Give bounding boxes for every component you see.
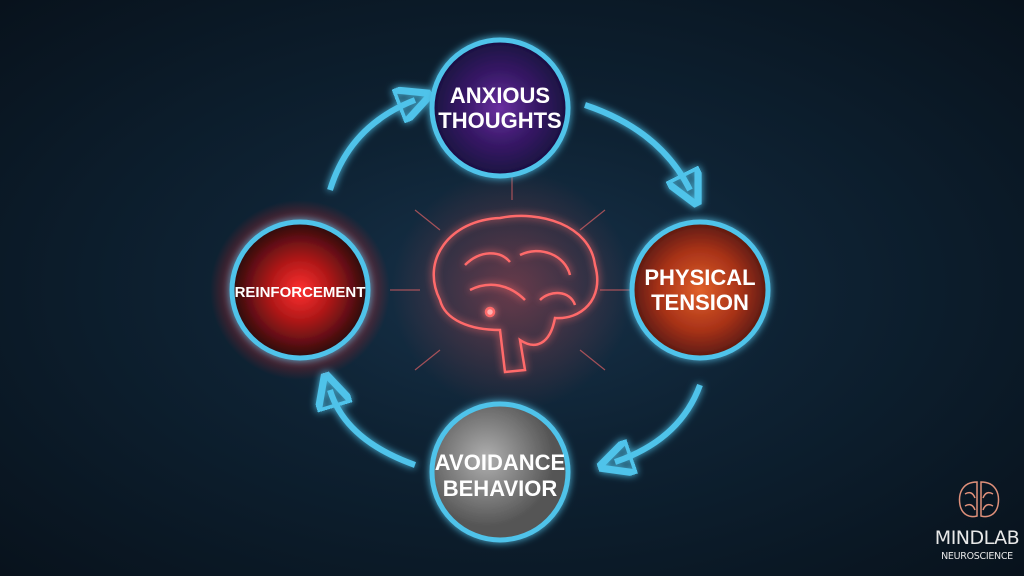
logo-tagline: NEUROSCIENCE [941, 551, 1013, 562]
arrow-reinforcement-to-thoughts [327, 100, 415, 191]
node-label: PHYSICAL [644, 265, 755, 290]
brain-icon [390, 170, 632, 410]
node-label: THOUGHTS [438, 108, 561, 133]
node-label: TENSION [651, 290, 749, 315]
logo-name: MINDLAB [934, 527, 1020, 549]
node-label: ANXIOUS [450, 83, 550, 108]
arrow-thoughts-to-tension [584, 102, 690, 190]
node-reinforcement: REINFORCEMENT [210, 200, 390, 380]
node-label: AVOIDANCE [435, 450, 565, 475]
node-label: REINFORCEMENT [235, 284, 366, 301]
logo-brain-icon [958, 481, 1000, 518]
arrow-tension-to-avoidance [615, 383, 703, 462]
cycle-arrows [327, 100, 703, 468]
arrow-avoidance-to-reinforcement [330, 390, 417, 468]
node-avoidance-behavior: AVOIDANCE BEHAVIOR [429, 401, 571, 543]
node-label: BEHAVIOR [443, 476, 558, 501]
node-anxious-thoughts: ANXIOUS THOUGHTS [429, 37, 571, 179]
node-physical-tension: PHYSICAL TENSION [629, 219, 771, 361]
